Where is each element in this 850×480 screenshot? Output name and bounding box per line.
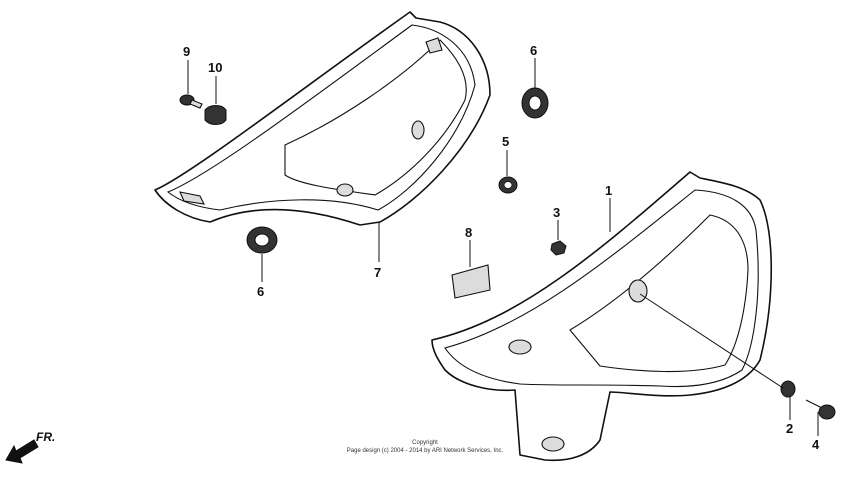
leader-hardware [639, 293, 784, 389]
side-cover-right [431, 171, 772, 462]
copyright-notice: Page design (c) 2004 - 2014 by ARI Netwo… [346, 448, 504, 454]
side-cover-left [154, 11, 491, 226]
callout-5: 5 [502, 134, 509, 149]
front-direction-label: FR. [36, 430, 56, 444]
front-direction-arrow-icon [5, 439, 39, 464]
emblem-plate [451, 264, 491, 299]
nut [550, 240, 567, 256]
collar-2 [780, 380, 796, 398]
copyright-title: Copyright [412, 440, 438, 446]
callout-6-lower: 6 [257, 284, 264, 299]
grommet-lower [246, 226, 278, 254]
grommet-upper [521, 87, 549, 119]
callout-4: 4 [812, 437, 820, 452]
callout-6-upper: 6 [530, 43, 537, 58]
callout-10: 10 [208, 60, 222, 75]
bolt-4 [805, 399, 836, 420]
callout-2: 2 [786, 421, 793, 436]
callout-7: 7 [374, 265, 381, 280]
collar [498, 176, 518, 194]
callout-1: 1 [605, 183, 612, 198]
rubber-mount-10 [204, 105, 227, 125]
callout-8: 8 [465, 225, 472, 240]
callout-3: 3 [553, 205, 560, 220]
screw-9 [179, 94, 203, 109]
callout-9: 9 [183, 44, 190, 59]
